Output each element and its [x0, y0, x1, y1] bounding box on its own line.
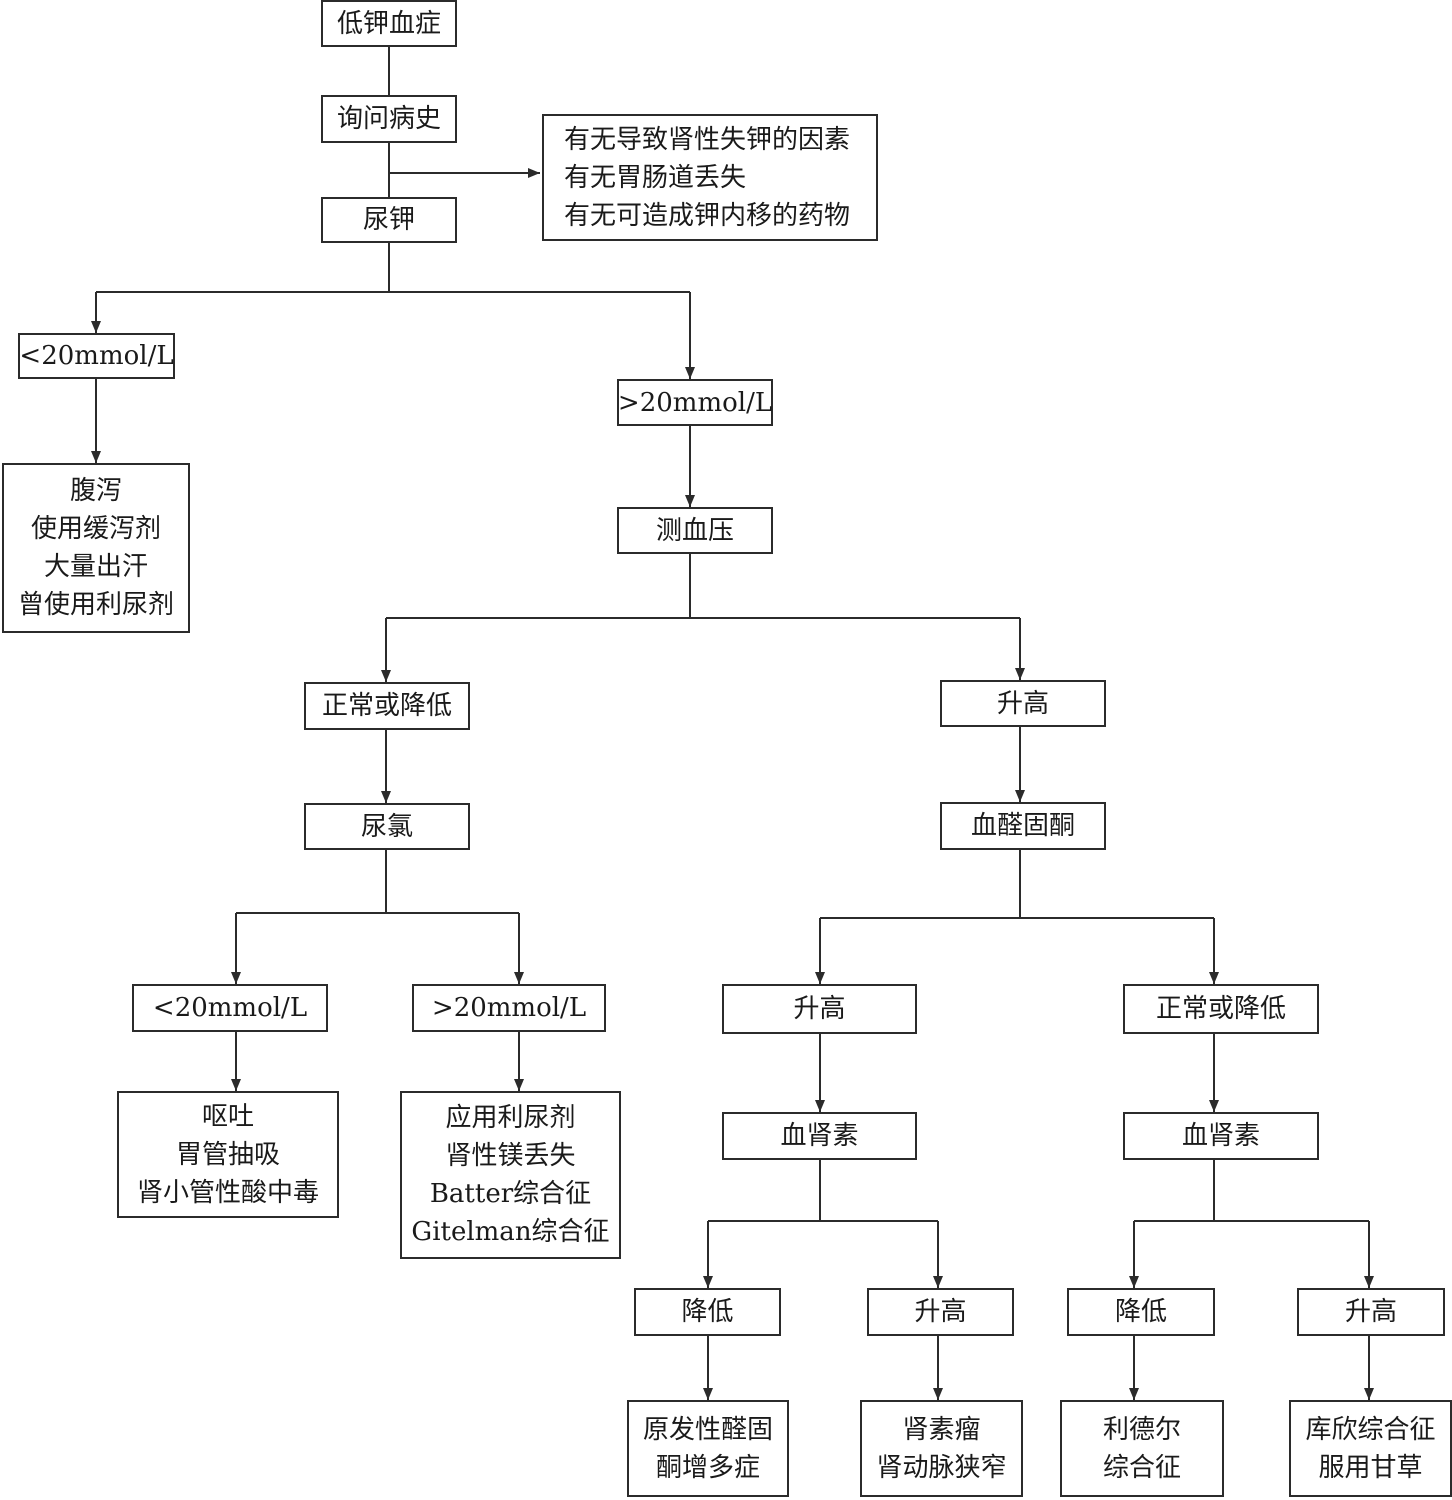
node-text-line: 综合征 [1102, 1452, 1181, 1483]
node-text-line: 升高 [1344, 1297, 1397, 1327]
node-text-line: 血醛固酮 [970, 811, 1075, 841]
node-text-line: Batter综合征 [429, 1179, 592, 1209]
node-renin-a: 血肾素 [722, 1112, 917, 1160]
node-aldosterone-high: 升高 [722, 984, 917, 1034]
node-urine-chloride: 尿氯 [304, 803, 470, 850]
node-text-line: 有无胃肠道丢失 [564, 162, 747, 193]
node-renin-b-high: 升高 [1297, 1288, 1445, 1336]
node-text-line: 服用甘草 [1318, 1452, 1423, 1483]
node-urine-chloride-high-causes: 应用利尿剂肾性镁丢失 Batter综合征 Gitelman综合征 [400, 1091, 621, 1259]
node-liddle-syndrome: 利德尔综合征 [1060, 1400, 1224, 1497]
node-text-line: 询问病史 [336, 104, 441, 134]
node-renin-a-high: 升高 [867, 1288, 1014, 1336]
node-text-line: 血肾素 [780, 1121, 859, 1151]
node-urine-potassium-low-causes: 腹泻使用缓泻剂大量出汗曾使用利尿剂 [2, 463, 190, 633]
node-text-line: 升高 [914, 1297, 967, 1327]
node-history-note: 有无导致肾性失钾的因素有无胃肠道丢失有无可造成钾内移的药物 [542, 114, 878, 241]
node-urine-chloride-high: >20mmol/L [412, 984, 606, 1032]
node-text-line: Gitelman综合征 [411, 1217, 610, 1247]
node-text-line: 腹泻 [69, 476, 122, 506]
node-aldosterone-normal-or-low: 正常或降低 [1123, 984, 1319, 1034]
node-text-line: 血肾素 [1181, 1121, 1260, 1151]
node-renin-b-low: 降低 [1067, 1288, 1215, 1336]
node-text-line: 尿氯 [360, 811, 413, 842]
node-text-line: 原发性醛固 [642, 1414, 773, 1445]
node-text-line: 降低 [1114, 1297, 1167, 1327]
node-text-line: 胃管抽吸 [175, 1139, 280, 1170]
node-reninoma: 肾素瘤肾动脉狭窄 [860, 1400, 1023, 1497]
node-urine-potassium-low: <20mmol/L [18, 333, 175, 379]
node-text-line: >20mmol/L [617, 387, 773, 418]
node-text-line: >20mmol/L [431, 993, 587, 1023]
node-urine-chloride-low: <20mmol/L [132, 984, 328, 1032]
node-text-line: <20mmol/L [19, 341, 174, 371]
node-text-line: 正常或降低 [321, 691, 452, 721]
node-text-line: 肾小管性酸中毒 [136, 1177, 319, 1208]
node-text-line: 使用缓泻剂 [30, 514, 161, 544]
node-cushing-syndrome: 库欣综合征服用甘草 [1289, 1400, 1452, 1497]
node-urine-potassium-high: >20mmol/L [617, 379, 773, 426]
node-urine-chloride-low-causes: 呕吐胃管抽吸肾小管性酸中毒 [117, 1091, 339, 1218]
node-text-line: 正常或降低 [1155, 994, 1286, 1024]
node-blood-pressure: 测血压 [617, 507, 773, 554]
node-text-line: 有无可造成钾内移的药物 [564, 200, 851, 231]
node-urine-potassium: 尿钾 [321, 197, 457, 243]
node-renin-a-low: 降低 [634, 1288, 781, 1336]
node-text-line: 升高 [996, 688, 1049, 719]
node-text-line: 肾动脉狭窄 [876, 1452, 1007, 1483]
node-hypokalemia: 低钾血症 [321, 0, 457, 47]
node-text-line: 应用利尿剂 [445, 1103, 576, 1133]
node-text-line: 有无导致肾性失钾的因素 [564, 124, 851, 155]
node-text-line: 库欣综合征 [1305, 1414, 1436, 1445]
node-text-line: 肾素瘤 [902, 1414, 981, 1445]
node-bp-normal-or-low: 正常或降低 [304, 682, 470, 730]
node-text-line: 曾使用利尿剂 [17, 590, 174, 620]
node-text-line: 呕吐 [201, 1101, 254, 1132]
node-text-line: 尿钾 [362, 205, 415, 235]
node-text-line: <20mmol/L [152, 993, 308, 1023]
node-text-line: 肾性镁丢失 [445, 1141, 576, 1171]
node-renin-b: 血肾素 [1123, 1112, 1319, 1160]
node-primary-aldosteronism: 原发性醛固酮增多症 [627, 1400, 789, 1497]
node-bp-high: 升高 [940, 680, 1106, 727]
node-text-line: 测血压 [655, 515, 734, 546]
node-text-line: 大量出汗 [43, 552, 148, 582]
node-history: 询问病史 [321, 95, 457, 143]
node-text-line: 利德尔 [1102, 1414, 1181, 1445]
node-text-line: 降低 [681, 1297, 734, 1327]
node-text-line: 酮增多症 [655, 1452, 760, 1483]
node-text-line: 低钾血症 [336, 8, 441, 39]
node-text-line: 升高 [793, 994, 846, 1024]
node-aldosterone: 血醛固酮 [940, 802, 1106, 850]
